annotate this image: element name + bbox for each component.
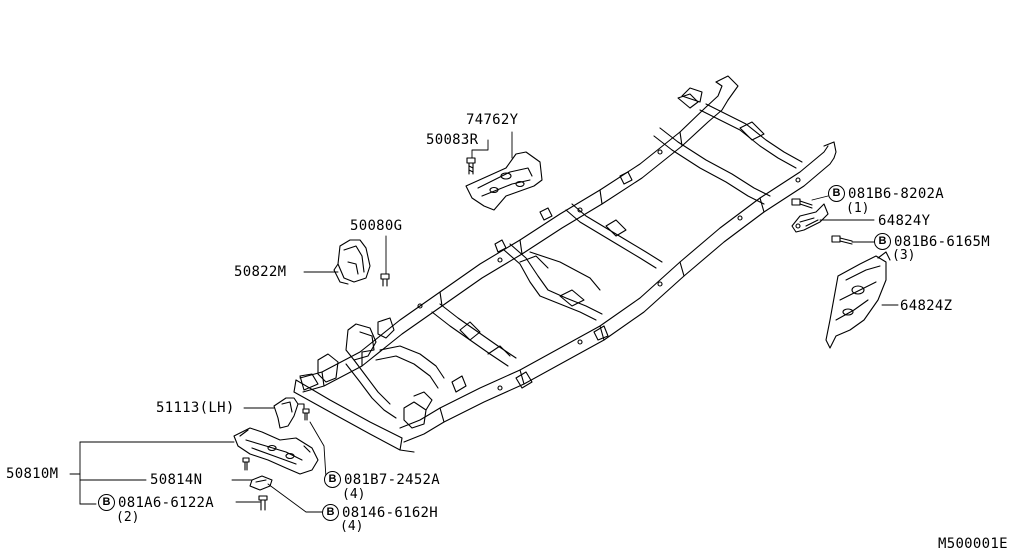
part-50822M-shape[interactable] [333, 239, 371, 285]
label-50810M: 50810M [6, 466, 59, 482]
label-081B7-2452A: 081B7-2452A [344, 472, 441, 488]
part-50810M-bolt[interactable] [242, 457, 250, 471]
chassis-frame[interactable] [293, 75, 837, 453]
part-64824Y-shape[interactable] [791, 203, 829, 233]
label-50083R: 50083R [426, 132, 479, 148]
bolt-081A6-6122A[interactable] [258, 495, 268, 511]
bolt-symbol-081B7-2452A: B [324, 471, 341, 488]
part-50083R-bolt[interactable] [466, 157, 476, 175]
part-50080G-bolt[interactable] [380, 273, 390, 287]
leader-lines [69, 131, 899, 513]
diagram-code: M500001E [938, 536, 1008, 552]
label-081B6-8202A: 081B6-8202A [848, 186, 945, 202]
label-081B6-6165M: 081B6-6165M [894, 234, 991, 250]
label-74762Y: 74762Y [466, 112, 519, 128]
qty-081B6-8202A: (1) [846, 201, 870, 216]
label-50080G: 50080G [350, 218, 403, 234]
label-50814N: 50814N [150, 472, 203, 488]
part-74762Y-shape[interactable] [465, 151, 543, 211]
label-64824Y: 64824Y [878, 213, 931, 229]
bolt-symbol-081B6-6165M: B [874, 233, 891, 250]
part-50814N-shape[interactable] [249, 475, 273, 491]
part-51113-bolt[interactable] [302, 408, 310, 421]
label-51113-LH: 51113(LH) [156, 400, 235, 416]
bolt-081B6-6165M[interactable] [831, 235, 853, 245]
qty-08146-6162H: (4) [340, 519, 364, 534]
qty-081A6-6122A: (2) [116, 510, 140, 525]
bolt-symbol-081A6-6122A: B [98, 494, 115, 511]
label-081A6-6122A: 081A6-6122A [118, 495, 215, 511]
label-08146-6162H: 08146-6162H [342, 505, 439, 521]
part-51113-shape[interactable] [273, 397, 305, 429]
bolt-081B6-8202A[interactable] [791, 198, 813, 209]
bolt-symbol-08146-6162H: B [322, 504, 339, 521]
label-50822M: 50822M [234, 264, 287, 280]
qty-081B7-2452A: (4) [342, 487, 366, 502]
part-50810M-skid-plate[interactable] [233, 427, 319, 475]
bolt-symbol-081B6-8202A: B [828, 185, 845, 202]
label-64824Z: 64824Z [900, 298, 953, 314]
qty-081B6-6165M: (3) [892, 248, 916, 263]
part-64824Z-shape[interactable] [825, 251, 891, 349]
